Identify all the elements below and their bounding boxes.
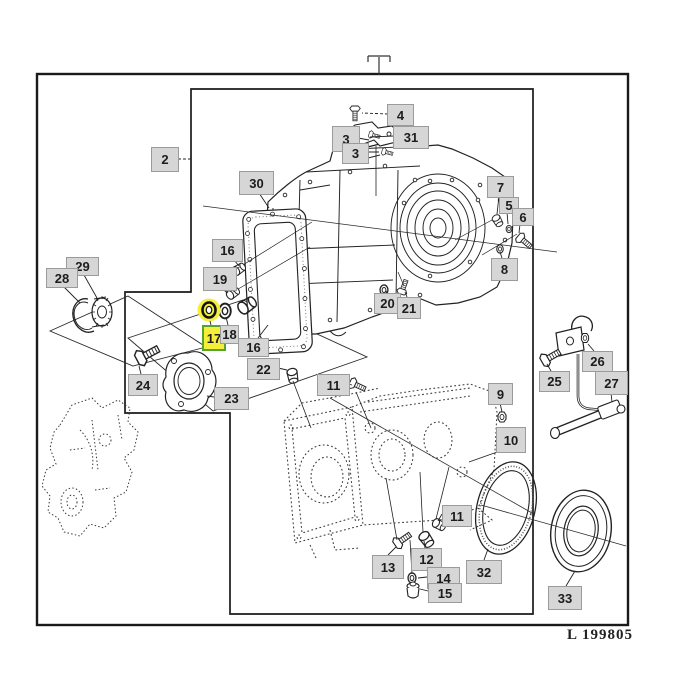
part-label-2[interactable]: 2 xyxy=(151,147,179,172)
part-label-12[interactable]: 12 xyxy=(411,548,442,571)
engine-block-drawing xyxy=(41,397,139,537)
part-label-19[interactable]: 19 xyxy=(203,267,237,291)
part-label-13[interactable]: 13 xyxy=(372,555,404,579)
part-label-11[interactable]: 11 xyxy=(317,374,350,396)
part-label-4[interactable]: 4 xyxy=(387,104,414,126)
flange-23-drawing xyxy=(162,351,217,412)
top-center-mark xyxy=(367,55,391,75)
part-label-18[interactable]: 18 xyxy=(220,325,239,344)
figure-code: L 199805 xyxy=(567,627,633,643)
part-label-9[interactable]: 9 xyxy=(488,383,513,405)
transmission-case-drawing xyxy=(264,138,514,338)
gasket-32-drawing xyxy=(475,461,537,555)
leader-lines xyxy=(62,112,613,592)
part-label-8[interactable]: 8 xyxy=(491,258,518,281)
part-label-6[interactable]: 6 xyxy=(512,208,534,226)
part-label-3[interactable]: 3 xyxy=(342,143,369,164)
part-label-32[interactable]: 32 xyxy=(466,560,502,584)
part-label-22[interactable]: 22 xyxy=(247,358,280,380)
part-label-31[interactable]: 31 xyxy=(393,126,429,149)
part-label-7[interactable]: 7 xyxy=(487,176,514,198)
part-label-15[interactable]: 15 xyxy=(428,583,462,603)
small-hardware xyxy=(285,212,536,599)
part-label-21[interactable]: 21 xyxy=(397,297,421,319)
seal-33-drawing xyxy=(549,489,613,573)
part-label-28[interactable]: 28 xyxy=(46,268,78,288)
plug-15-drawing xyxy=(406,581,420,599)
part-label-26[interactable]: 26 xyxy=(582,351,613,372)
lower-housing-drawing xyxy=(283,383,498,559)
gasket-30-drawing xyxy=(242,208,313,355)
dipstick-27-drawing xyxy=(537,315,626,440)
part-label-23[interactable]: 23 xyxy=(214,387,249,410)
part-label-11[interactable]: 11 xyxy=(442,505,472,527)
inner-panel-frame xyxy=(124,88,534,615)
stud-and-seal-row xyxy=(197,221,313,322)
part-label-16[interactable]: 16 xyxy=(212,239,243,262)
part-label-10[interactable]: 10 xyxy=(496,427,526,453)
part-label-16[interactable]: 16 xyxy=(238,338,269,357)
part-label-30[interactable]: 30 xyxy=(239,171,274,195)
part-label-33[interactable]: 33 xyxy=(548,586,582,610)
bearing-28-29-drawing xyxy=(72,296,113,333)
connector-lines xyxy=(292,380,450,575)
part-label-27[interactable]: 27 xyxy=(595,371,628,395)
axis-lines xyxy=(202,205,627,547)
part-label-25[interactable]: 25 xyxy=(539,371,570,392)
part-label-24[interactable]: 24 xyxy=(128,374,158,396)
